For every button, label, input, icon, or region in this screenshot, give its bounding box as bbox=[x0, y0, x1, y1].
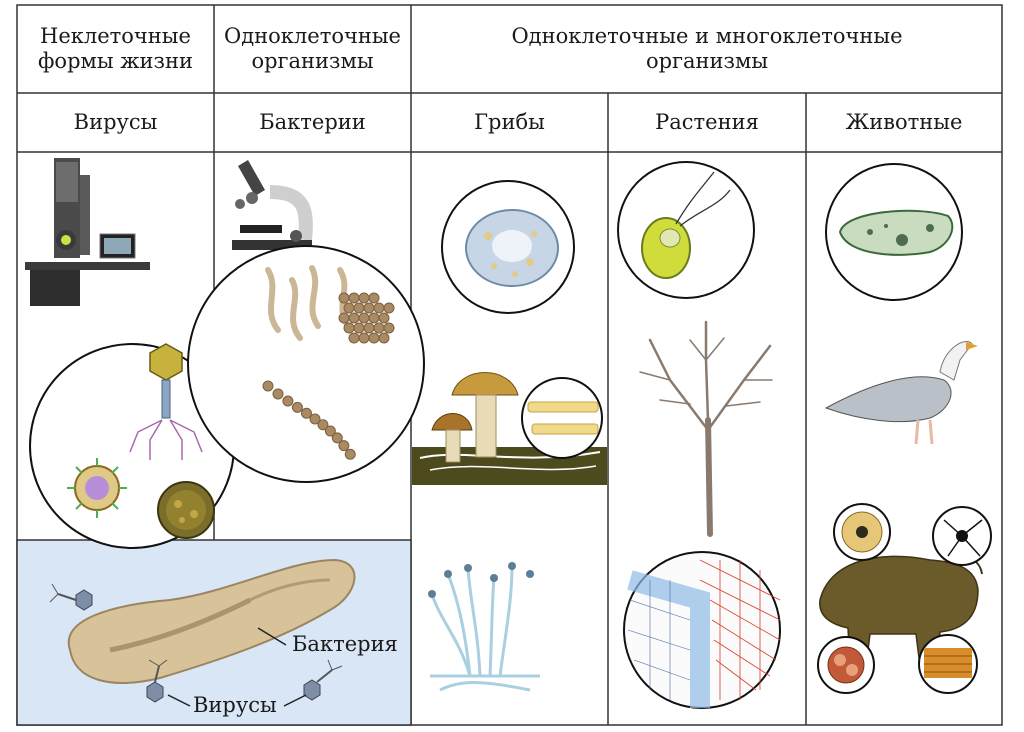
coccus bbox=[373, 302, 385, 314]
coccus bbox=[343, 322, 355, 334]
coccus bbox=[348, 332, 360, 344]
coccus bbox=[363, 322, 375, 334]
coccus bbox=[338, 440, 350, 452]
mold-sporangia bbox=[428, 562, 534, 598]
coccus bbox=[291, 401, 303, 413]
neuron-circle bbox=[932, 506, 992, 566]
coccus bbox=[363, 302, 375, 314]
column-plants: Растения bbox=[655, 110, 759, 134]
coccus bbox=[378, 312, 390, 324]
coccus bbox=[358, 292, 370, 304]
green-cell-circle bbox=[617, 161, 755, 299]
coccus bbox=[378, 332, 390, 344]
label-viruses: Вирусы bbox=[193, 693, 277, 717]
bacterium-cell bbox=[67, 558, 356, 684]
plant-tissue-circle bbox=[623, 551, 781, 709]
cocci-chain bbox=[262, 380, 356, 460]
coccus bbox=[324, 425, 336, 437]
bacteria-circle bbox=[187, 245, 425, 483]
bacterium-pointer bbox=[257, 627, 287, 646]
bacteriophage-icon bbox=[129, 343, 203, 460]
coccus bbox=[331, 432, 343, 444]
cell-circle-1 bbox=[833, 503, 891, 561]
coccus bbox=[383, 322, 395, 334]
paramecium-circle bbox=[825, 163, 963, 301]
electron-microscope-icon bbox=[25, 158, 150, 306]
coccus bbox=[358, 312, 370, 324]
virus-pointer-right bbox=[283, 694, 307, 707]
coccus bbox=[358, 332, 370, 344]
virus-bacterium-panel bbox=[16, 539, 412, 726]
mold-icon bbox=[430, 565, 540, 692]
column-fungi: Грибы bbox=[474, 110, 545, 134]
coccus bbox=[262, 380, 274, 392]
coccus bbox=[368, 312, 380, 324]
column-viruses: Вирусы bbox=[73, 110, 158, 134]
coccus bbox=[348, 312, 360, 324]
coccus bbox=[348, 292, 360, 304]
coccus bbox=[343, 302, 355, 314]
coccus bbox=[272, 388, 284, 400]
hyphae-circle bbox=[521, 377, 603, 459]
cocci-cluster bbox=[338, 292, 395, 344]
coccus bbox=[383, 302, 395, 314]
coccus bbox=[368, 292, 380, 304]
tree-icon bbox=[639, 320, 773, 537]
coccus bbox=[317, 419, 329, 431]
virus-circle bbox=[29, 343, 235, 549]
column-animals: Животные bbox=[845, 110, 963, 134]
muscle-circle bbox=[918, 634, 978, 694]
light-microscope-icon bbox=[232, 160, 313, 250]
column-bacteria: Бактерии bbox=[259, 110, 366, 134]
coccus bbox=[373, 322, 385, 334]
coccus bbox=[338, 312, 350, 324]
ovum-circle bbox=[817, 636, 875, 694]
coronavirus-icon bbox=[67, 458, 127, 518]
header-uni-multicellular: Одноклеточные и многоклеточные организмы bbox=[511, 24, 903, 73]
phage-small-1 bbox=[49, 583, 93, 611]
virus-pointer-left bbox=[167, 694, 191, 707]
coccus bbox=[368, 332, 380, 344]
coccus bbox=[300, 407, 312, 419]
coccus bbox=[309, 413, 321, 425]
fungal-cell-circle bbox=[441, 180, 575, 314]
phage-small-3 bbox=[303, 659, 343, 701]
header-noncellular: Неклеточные формы жизни bbox=[37, 24, 193, 73]
phage-small-2 bbox=[146, 659, 168, 703]
coccus bbox=[353, 322, 365, 334]
coccus bbox=[282, 395, 294, 407]
gull-icon bbox=[824, 341, 978, 445]
header-unicellular: Одноклеточные организмы bbox=[224, 24, 401, 73]
adenovirus-icon bbox=[157, 481, 215, 539]
coccus bbox=[344, 448, 356, 460]
coccus bbox=[338, 292, 350, 304]
label-bacterium: Бактерия bbox=[292, 632, 398, 656]
coccus bbox=[353, 302, 365, 314]
